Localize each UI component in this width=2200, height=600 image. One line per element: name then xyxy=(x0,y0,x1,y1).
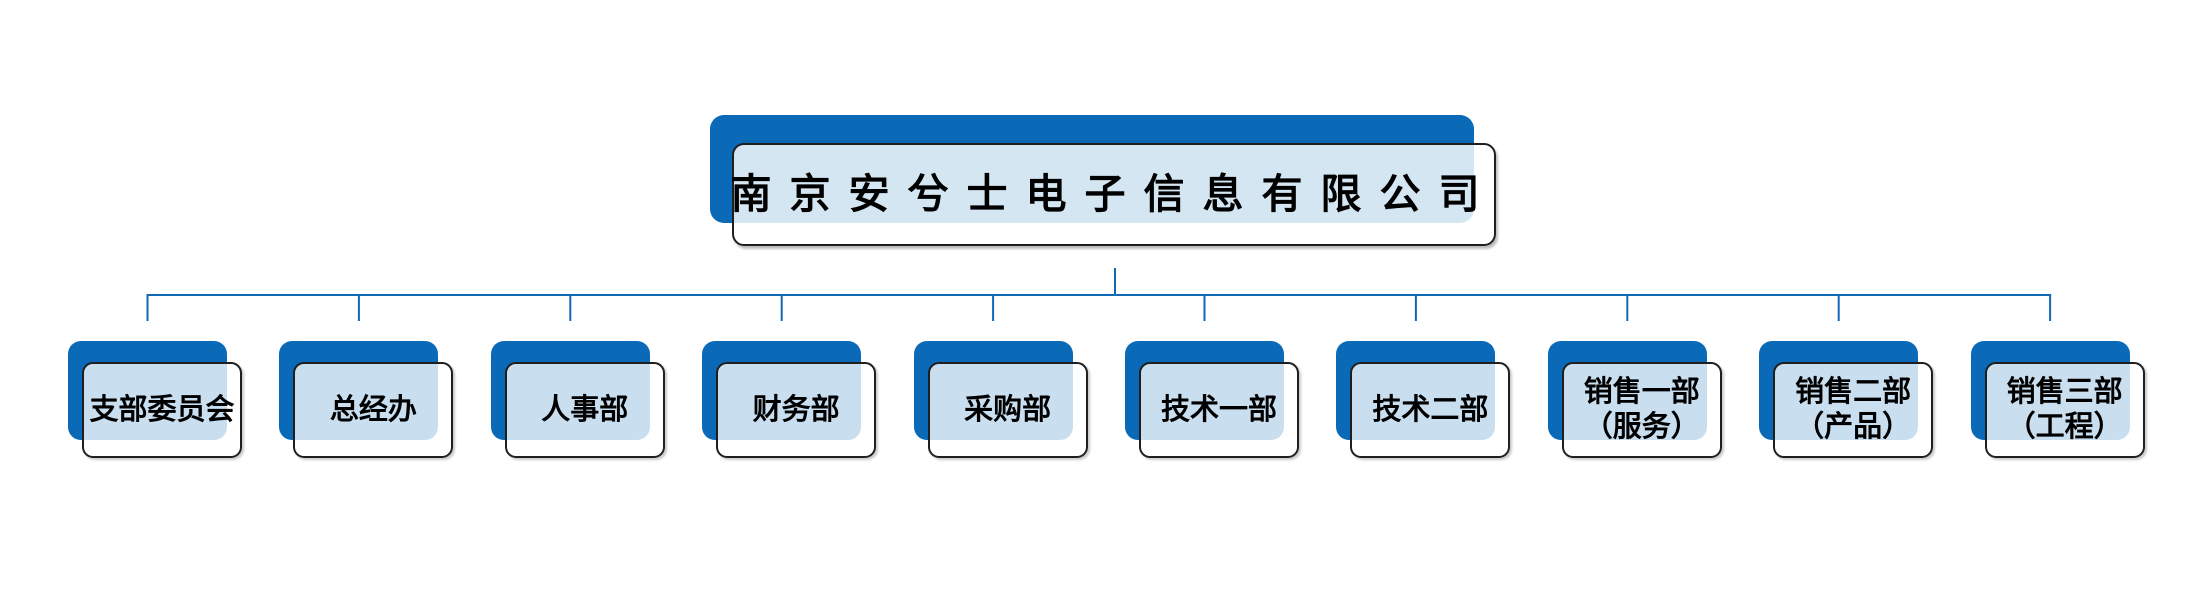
department-name: 销售一部（服务） xyxy=(1584,375,1700,445)
department-name-line: 采购部 xyxy=(964,393,1052,426)
department-box: 销售一部（服务） xyxy=(1561,362,1722,458)
department-name: 总经办 xyxy=(330,393,417,428)
department-name-line: 技术一部 xyxy=(1160,393,1277,426)
department-box: 采购部 xyxy=(927,362,1088,458)
department-box: 财务部 xyxy=(716,362,877,458)
department-name-line: 销售三部 xyxy=(2006,376,2123,408)
department-name-line: 财务部 xyxy=(752,393,840,426)
department-name: 销售二部（产品） xyxy=(1795,375,1911,445)
department-node: 销售一部（服务） xyxy=(1547,341,1722,458)
department-name-line: 技术二部 xyxy=(1372,393,1489,426)
department-node: 财务部 xyxy=(702,341,877,458)
department-node: 销售三部（工程） xyxy=(1970,341,2145,458)
department-name: 支部委员会 xyxy=(89,393,234,428)
department-name: 人事部 xyxy=(541,393,628,428)
department-box: 销售三部（工程） xyxy=(1984,362,2145,458)
department-node: 技术一部 xyxy=(1125,341,1299,458)
root-node-company: 南京安兮士电子信息有限公司 xyxy=(710,115,1496,246)
department-box: 人事部 xyxy=(504,362,665,458)
department-node: 技术二部 xyxy=(1336,341,1511,458)
department-box: 技术一部 xyxy=(1139,362,1299,458)
department-node: 总经办 xyxy=(279,341,454,458)
department-name-line: 销售一部 xyxy=(1583,376,1700,408)
department-box: 总经办 xyxy=(293,362,454,458)
department-name-line: （工程） xyxy=(2006,411,2123,443)
department-node: 采购部 xyxy=(913,341,1088,458)
department-name: 技术二部 xyxy=(1372,393,1488,428)
department-name: 销售三部（工程） xyxy=(2007,375,2123,445)
department-box: 技术二部 xyxy=(1350,362,1511,458)
department-box: 支部委员会 xyxy=(82,362,242,458)
department-name: 技术一部 xyxy=(1161,393,1277,428)
company-name: 南京安兮士电子信息有限公司 xyxy=(730,170,1498,217)
department-name-line: 人事部 xyxy=(541,393,629,426)
root-node-box: 南京安兮士电子信息有限公司 xyxy=(730,143,1498,246)
department-name-line: 总经办 xyxy=(329,393,417,426)
department-node: 支部委员会 xyxy=(68,341,242,458)
department-name-line: 支部委员会 xyxy=(89,393,235,426)
department-name-line: （产品） xyxy=(1795,411,1912,443)
department-node: 销售二部（产品） xyxy=(1759,341,1934,458)
department-name: 采购部 xyxy=(964,393,1051,428)
department-name-line: （服务） xyxy=(1583,411,1700,443)
department-box: 销售二部（产品） xyxy=(1773,362,1934,458)
department-name: 财务部 xyxy=(753,393,840,428)
department-name-line: 销售二部 xyxy=(1795,376,1912,408)
department-node: 人事部 xyxy=(490,341,665,458)
